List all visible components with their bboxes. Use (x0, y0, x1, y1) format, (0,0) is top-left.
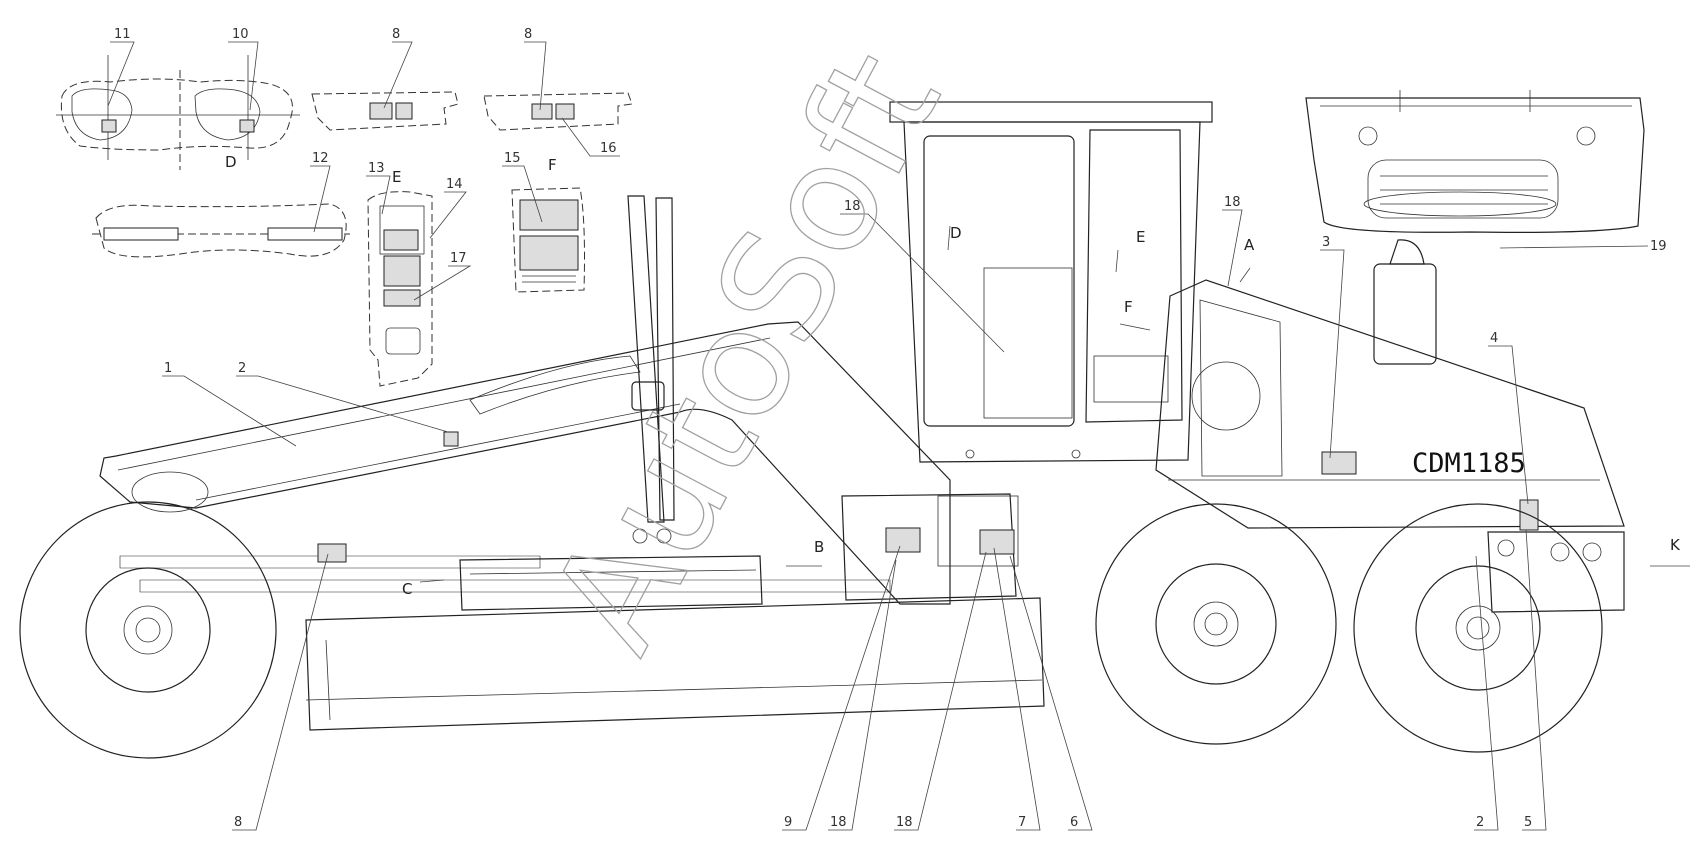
front-wheel (19, 501, 277, 759)
detail-side-strip-8 (311, 91, 459, 131)
callout-leaders (107, 41, 1649, 831)
detail-view-e: E (367, 168, 433, 387)
callout-18-cab: 18 (844, 199, 861, 214)
motor-grader-side-view: CDM1185 (19, 101, 1625, 759)
callout-2: 2 (238, 361, 246, 376)
callout-8-bottom: 8 (234, 815, 242, 830)
engine-enclosure (1155, 239, 1625, 531)
view-letter-c: C (402, 580, 412, 598)
callout-14: 14 (446, 177, 463, 192)
view-letter-k: K (1670, 536, 1681, 554)
model-label: CDM1185 (1412, 448, 1526, 479)
callout-16: 16 (600, 141, 617, 156)
lift-cylinders (627, 195, 675, 544)
operator-cab (889, 101, 1213, 463)
callout-18-bottom-2: 18 (896, 815, 913, 830)
callout-1: 1 (164, 361, 172, 376)
callout-13: 13 (368, 161, 385, 176)
callout-4: 4 (1490, 331, 1498, 346)
detail-decal-strip-12 (92, 203, 350, 258)
view-letter-b: B (814, 538, 824, 556)
moldboard-blade (305, 555, 1045, 731)
callout-12: 12 (312, 151, 329, 166)
view-letter-e-detail: E (392, 168, 401, 186)
detail-view-f: F (511, 156, 585, 293)
rear-wheel-front (1095, 503, 1337, 745)
view-letter-d-detail: D (225, 153, 237, 171)
view-arrows: D E F A B C K (402, 224, 1690, 598)
view-letter-d: D (950, 224, 962, 242)
detail-side-strip-16 (483, 92, 633, 131)
callout-9: 9 (784, 815, 792, 830)
callout-8-detail-2: 8 (524, 27, 532, 42)
callout-2-bottom: 2 (1476, 815, 1484, 830)
callout-18-rear: 18 (1224, 195, 1241, 210)
callout-3: 3 (1322, 235, 1330, 250)
detail-engine-hood-19 (1305, 90, 1645, 233)
callout-6: 6 (1070, 815, 1078, 830)
callout-7: 7 (1018, 815, 1026, 830)
callout-8-detail: 8 (392, 27, 400, 42)
detail-view-d: D (56, 55, 300, 171)
callout-17: 17 (450, 251, 467, 266)
view-letter-a: A (1244, 236, 1255, 254)
view-letter-e: E (1136, 228, 1145, 246)
callout-15: 15 (504, 151, 521, 166)
callout-11: 11 (114, 27, 131, 42)
callout-19: 19 (1650, 239, 1667, 254)
callout-numbers: 11 10 8 8 16 12 13 14 15 17 1 2 18 18 3 … (114, 27, 1667, 830)
callout-5: 5 (1524, 815, 1532, 830)
callout-18-bottom-1: 18 (830, 815, 847, 830)
watermark: AutoSoft (518, 26, 974, 677)
view-letter-f-detail: F (548, 156, 557, 174)
rear-wheel-back (1353, 503, 1603, 753)
view-letter-f: F (1124, 298, 1133, 316)
callout-10: 10 (232, 27, 249, 42)
